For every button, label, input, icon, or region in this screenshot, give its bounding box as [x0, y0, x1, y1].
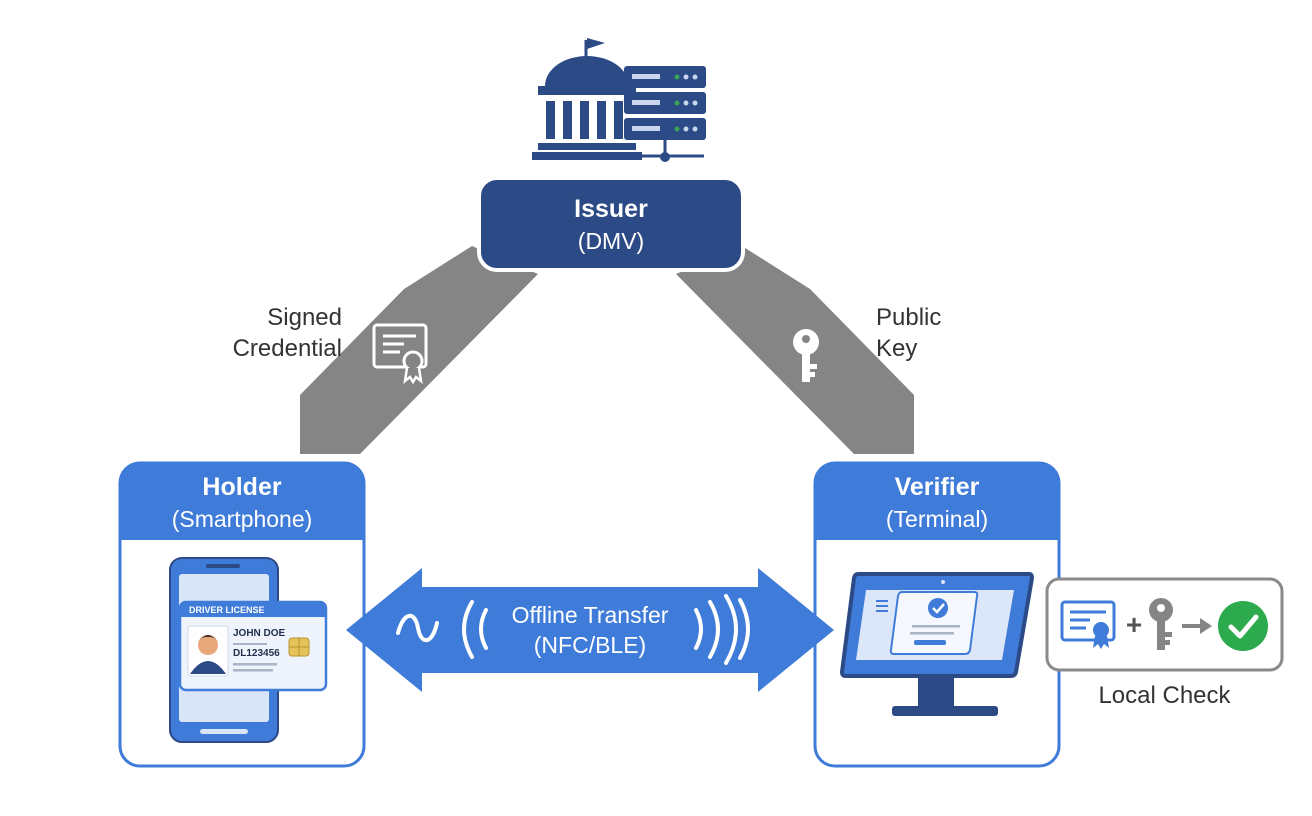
offline-transfer-line-1: Offline Transfer: [511, 602, 669, 628]
key-icon: [793, 329, 819, 382]
certificate-icon: [372, 323, 428, 385]
institution-icon: [532, 38, 642, 160]
holder-title: Holder: [202, 473, 282, 501]
license-header: DRIVER LICENSE: [189, 605, 265, 615]
license-number: DL123456: [233, 648, 280, 659]
issuer-box: [477, 176, 745, 272]
public-key-label: Public Key: [876, 302, 996, 364]
id-card-icon: [178, 600, 328, 692]
certificate-icon: [1060, 600, 1116, 649]
plus-sign: +: [1126, 609, 1142, 640]
arrow-right-icon: [1182, 618, 1212, 634]
public-key-line-1: Public: [876, 304, 942, 331]
signed-credential-label: Signed Credential: [160, 302, 342, 364]
issuer-subtitle: (DMV): [577, 228, 645, 254]
local-check-label: Local Check: [1098, 682, 1231, 709]
key-icon: [1149, 598, 1173, 650]
wave-icon: [396, 613, 439, 643]
public-key-arrow: [676, 246, 914, 454]
offline-transfer-label: Offline Transfer (NFC/BLE): [490, 600, 690, 660]
issuer-title: Issuer: [574, 195, 648, 223]
license-name: JOHN DOE: [233, 628, 286, 639]
check-circle-icon: [1218, 601, 1268, 651]
signed-credential-line-1: Signed: [267, 304, 342, 331]
offline-transfer-line-2: (NFC/BLE): [533, 632, 647, 658]
terminal-icon: [839, 572, 1035, 716]
offline-transfer-arrow: [346, 568, 834, 692]
verifier-subtitle: (Terminal): [885, 506, 989, 532]
nfc-signal-icon: [462, 594, 750, 665]
holder-subtitle: (Smartphone): [171, 506, 313, 532]
verifier-title: Verifier: [894, 473, 980, 501]
server-rack-icon: [624, 66, 706, 162]
public-key-line-2: Key: [876, 335, 918, 362]
signed-credential-line-2: Credential: [232, 335, 342, 362]
